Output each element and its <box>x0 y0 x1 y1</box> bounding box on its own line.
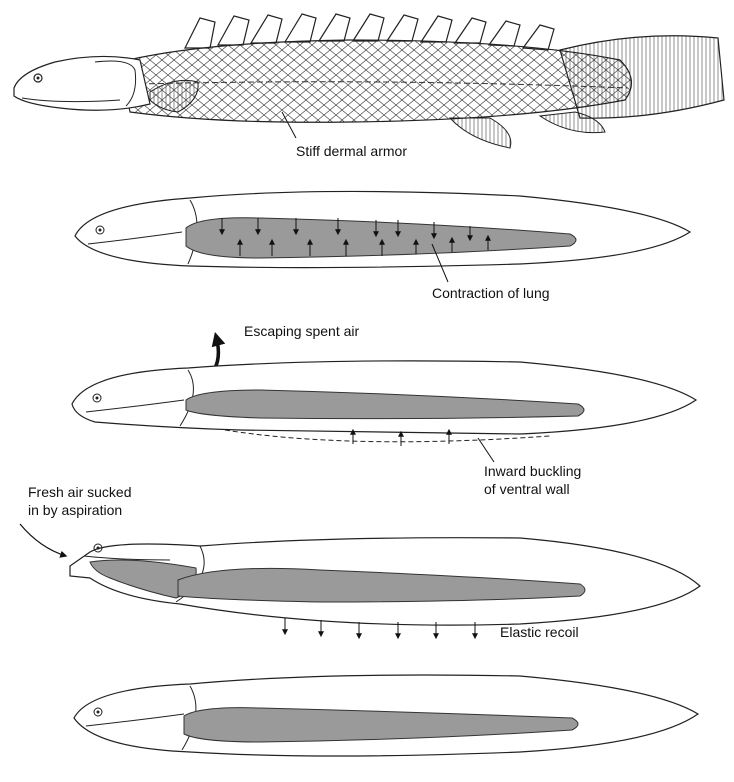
panel-1-armored-fish: Stiff dermal armor <box>13 13 725 159</box>
buckled-ventral-wall <box>224 429 551 443</box>
label-inward-buckling-1: Inward buckling <box>484 463 581 479</box>
label-inward-buckling-2: of ventral wall <box>484 481 570 497</box>
panel-5-restored <box>73 674 700 757</box>
panel-4-aspiration: Fresh air sucked in by aspiration Elasti… <box>19 484 701 640</box>
lung-contracted <box>185 217 577 259</box>
armored-body <box>119 39 632 123</box>
lung-flattened <box>185 389 585 420</box>
inward-arrows-top <box>219 218 473 242</box>
label-fresh-air-2: in by aspiration <box>28 502 122 518</box>
panel-2-lung-contraction: Contraction of lung <box>74 190 692 301</box>
recoil-arrows <box>282 618 478 640</box>
label-escaping-spent-air: Escaping spent air <box>244 323 360 339</box>
label-contraction-of-lung: Contraction of lung <box>432 285 550 301</box>
buccal-cavity-air <box>89 559 197 599</box>
lung-inflated <box>183 707 579 743</box>
fish-head <box>13 55 151 111</box>
pectoral-fin <box>149 79 199 113</box>
fresh-air-arrow <box>19 523 68 558</box>
eye-icon <box>33 73 43 83</box>
lung-refilling <box>177 567 586 603</box>
label-stiff-dermal-armor: Stiff dermal armor <box>296 143 407 159</box>
pelvic-fin <box>448 117 512 149</box>
label-fresh-air-1: Fresh air sucked <box>28 484 131 500</box>
panel-3-exhalation: Escaping spent air Inward buckling of ve… <box>71 323 698 497</box>
dorsal-finlets <box>184 13 555 51</box>
label-elastic-recoil: Elastic recoil <box>500 624 579 640</box>
anal-fin <box>538 111 606 134</box>
inward-arrows-bottom <box>237 234 491 256</box>
